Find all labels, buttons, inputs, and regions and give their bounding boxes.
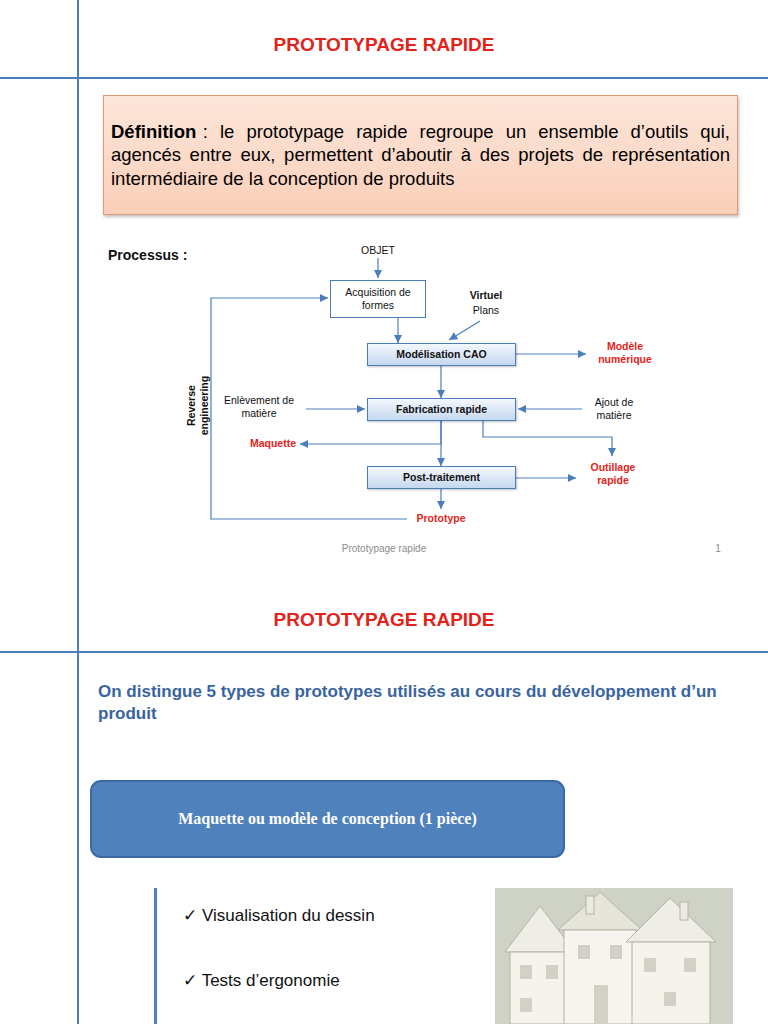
slide-rule	[0, 651, 768, 653]
text-label: Prototypage rapide	[284, 543, 484, 554]
arrow-line	[440, 489, 441, 509]
flow-arrow	[440, 366, 441, 398]
node-text-wrap: Post-traitement	[371, 471, 512, 484]
window	[546, 965, 558, 979]
prototype-type-box: Maquette ou modèle de conception (1 pièc…	[90, 780, 565, 858]
text-label: Enlèvement de matière	[214, 394, 304, 419]
arrow-line	[518, 408, 582, 409]
arrow-line	[449, 321, 480, 340]
node-text: Maquette ou modèle de conception (1 pièc…	[178, 810, 477, 827]
vertical-label: Reverse engineering	[185, 356, 210, 456]
window	[664, 992, 676, 1006]
text-label: On distingue 5 types de prototypes utili…	[98, 681, 753, 725]
text-label: Plans	[456, 304, 516, 317]
definition-box: Définition: le prototypage rapide regrou…	[103, 95, 738, 215]
wall	[632, 942, 710, 1024]
text-label: Modèle numérique	[590, 340, 660, 365]
text-label: Outillage rapide	[582, 461, 644, 486]
photo-ground	[495, 888, 733, 1024]
node-text-wrap: Modélisation CAO	[371, 348, 512, 361]
flow-arrow	[440, 421, 441, 466]
arrow-line	[516, 353, 586, 354]
text-label: 1	[700, 543, 736, 554]
node-text-wrap: Fabrication rapide	[371, 403, 512, 416]
node-text-wrap: Acquisition de formes	[334, 286, 422, 311]
text-label: ✓ Tests d’ergonomie	[183, 970, 340, 991]
bullet-bar	[154, 888, 157, 1024]
node-text-wrap: Maquette ou modèle de conception (1 pièc…	[100, 810, 555, 828]
process-box: Fabrication rapide	[367, 398, 516, 421]
text-label: Maquette	[236, 437, 296, 450]
arrow-line	[306, 408, 365, 409]
process-box: Acquisition de formes	[330, 280, 426, 318]
text-label: Processus :	[108, 247, 187, 263]
house-model-photo	[495, 888, 733, 1024]
arrow-line	[377, 258, 378, 278]
window	[644, 958, 656, 972]
roof	[626, 898, 716, 942]
arrow-line	[300, 420, 441, 444]
text-label: OBJET	[348, 244, 408, 257]
node-text: Post-traitement	[403, 471, 480, 483]
window	[684, 958, 696, 972]
text-label: Prototype	[411, 512, 471, 525]
roof	[558, 892, 642, 930]
slide-rule	[0, 77, 768, 79]
chimney	[586, 896, 594, 914]
wall	[510, 952, 570, 1024]
node-text: Acquisition de formes	[345, 286, 410, 311]
process-box: Post-traitement	[367, 466, 516, 489]
window	[520, 998, 532, 1012]
node-text-wrap: Définition: le prototypage rapide regrou…	[111, 120, 730, 189]
slide-title: PROTOTYPAGE RAPIDE	[0, 34, 768, 56]
flow-arrow	[397, 318, 398, 343]
text-label: Virtuel	[456, 289, 516, 302]
node-text: Modélisation CAO	[396, 348, 486, 360]
node-text: : le prototypage rapide regroupe un ense…	[111, 121, 730, 188]
text-label: PROTOTYPAGE RAPIDE	[0, 609, 768, 631]
node-text: Fabrication rapide	[396, 403, 487, 415]
window	[578, 945, 590, 959]
door	[594, 985, 608, 1024]
arrow-line	[483, 420, 612, 456]
process-box: Modélisation CAO	[367, 343, 516, 366]
definition-heading: Définition	[111, 121, 196, 142]
slide-rule	[77, 0, 79, 1024]
chimney	[680, 902, 688, 920]
wall	[564, 930, 636, 1024]
arrow-line	[516, 477, 576, 478]
window	[520, 965, 532, 979]
text-label: ✓ Visualisation du dessin	[183, 905, 375, 926]
window	[610, 945, 622, 959]
text-label: Ajout de matière	[586, 396, 642, 421]
